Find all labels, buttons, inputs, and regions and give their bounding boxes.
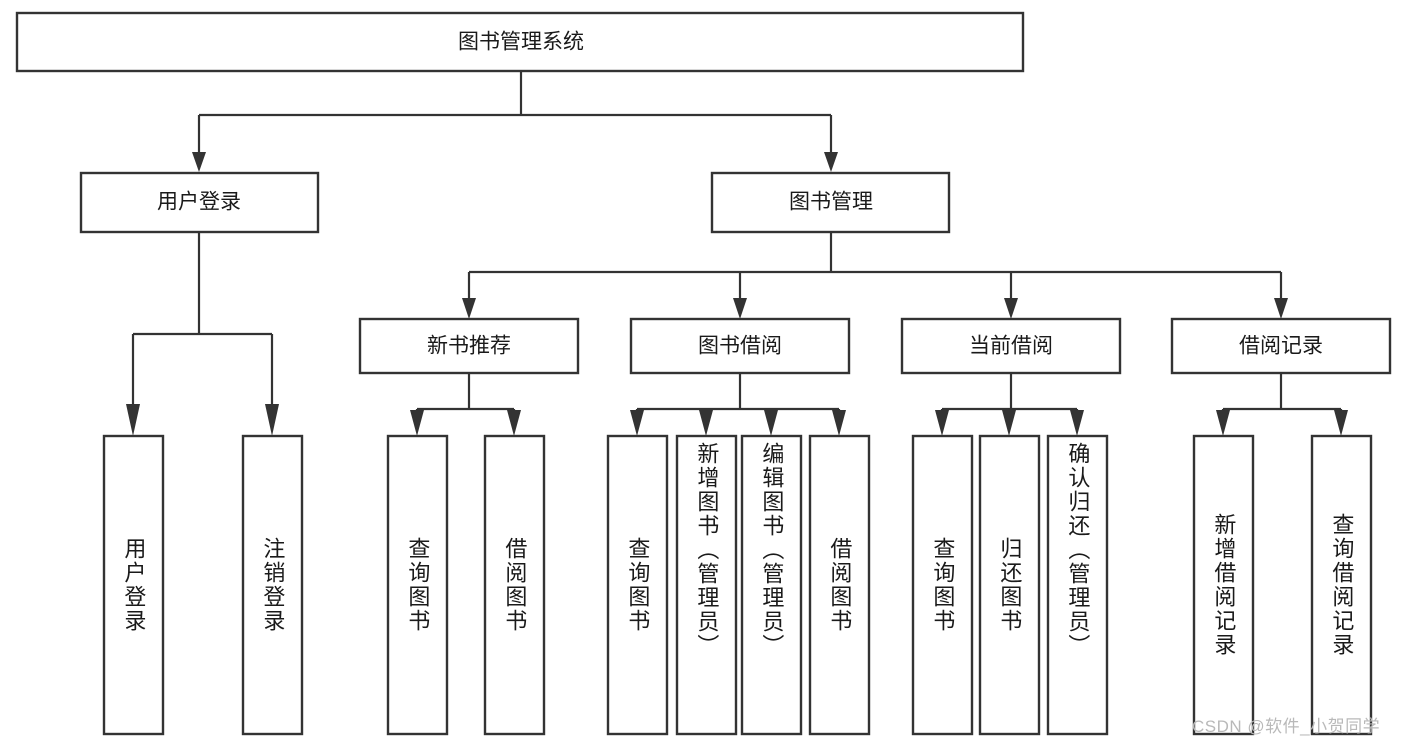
arrow-leaf-cur-query (935, 410, 949, 436)
arrow-to-new-book (462, 298, 476, 319)
node-box-record[interactable] (1170, 317, 1392, 375)
arrow-leaf-cur-return (1002, 410, 1016, 436)
label-root: 图书管理系统 (458, 31, 584, 54)
arrow-leaf-bw-query (630, 410, 644, 436)
label-new-book: 新书推荐 (427, 335, 511, 358)
node-box-leaf-logout[interactable] (241, 434, 304, 736)
arrow-leaf-nb-query (410, 410, 424, 436)
node-box-leaf-user-login[interactable] (102, 434, 165, 736)
arrow-to-current (1004, 298, 1018, 319)
arrow-to-book-mgmt (824, 152, 838, 172)
node-box-leaf-cur-confirm[interactable] (1046, 434, 1109, 736)
csdn-watermark: CSDN @软件_小贺同学 (1192, 717, 1381, 736)
arrow-to-user-login (192, 152, 206, 172)
node-box-leaf-bw-edit[interactable] (740, 434, 803, 736)
label-layer: 图书管理系统 用户登录 图书管理 新书推荐 图书借阅 当前借阅 借阅记录 (157, 31, 1323, 358)
node-box-leaf-bw-add[interactable] (675, 434, 738, 736)
node-box-leaf-bw-borrow[interactable] (808, 434, 871, 736)
connector-layer (126, 72, 1348, 436)
node-box-root[interactable] (15, 11, 1025, 73)
label-current: 当前借阅 (969, 335, 1053, 358)
node-box-book-mgmt[interactable] (710, 171, 951, 234)
arrow-leaf-bw-add (699, 410, 713, 436)
node-box-current[interactable] (900, 317, 1122, 375)
arrow-leaf-bw-edit (764, 410, 778, 436)
node-layer (15, 11, 1392, 736)
label-user-login: 用户登录 (157, 191, 241, 214)
arrow-leaf-logout (265, 404, 279, 436)
arrow-leaf-rec-add (1216, 410, 1230, 436)
label-borrow: 图书借阅 (698, 335, 782, 358)
label-record: 借阅记录 (1239, 335, 1323, 358)
node-box-leaf-rec-query[interactable] (1310, 434, 1373, 736)
node-box-leaf-bw-query[interactable] (606, 434, 669, 736)
node-box-user-login[interactable] (79, 171, 320, 234)
node-box-leaf-rec-add[interactable] (1192, 434, 1255, 736)
node-box-leaf-nb-query[interactable] (386, 434, 449, 736)
node-box-new-book[interactable] (358, 317, 580, 375)
arrow-leaf-rec-query (1334, 410, 1348, 436)
arrow-to-borrow (733, 298, 747, 319)
arrow-leaf-cur-confirm (1070, 410, 1084, 436)
node-box-borrow[interactable] (629, 317, 851, 375)
node-box-leaf-cur-return[interactable] (978, 434, 1041, 736)
arrow-leaf-user-login (126, 404, 140, 436)
arrow-leaf-bw-borrow (832, 410, 846, 436)
label-book-mgmt: 图书管理 (789, 191, 873, 214)
node-box-leaf-nb-borrow[interactable] (483, 434, 546, 736)
node-box-leaf-cur-query[interactable] (911, 434, 974, 736)
arrow-leaf-nb-borrow (507, 410, 521, 436)
arrow-to-record (1274, 298, 1288, 319)
